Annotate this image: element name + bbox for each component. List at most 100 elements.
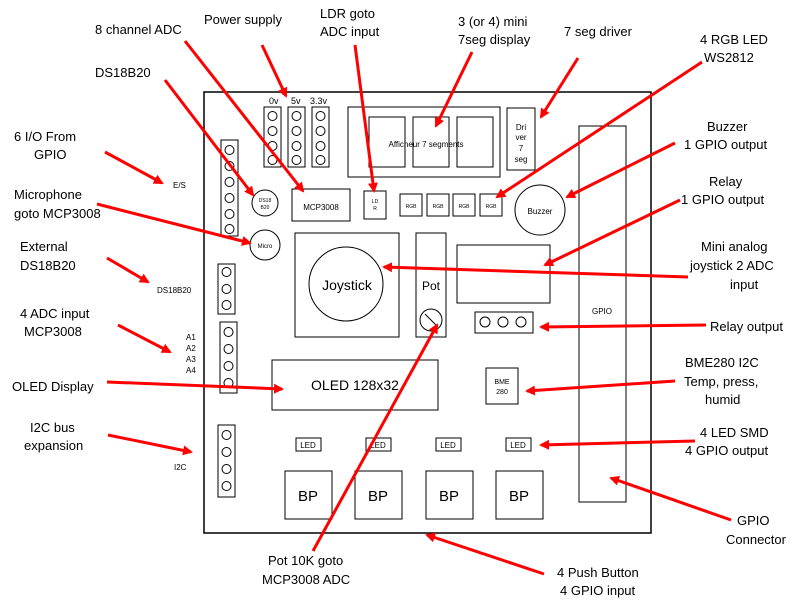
label-ldr-1: LDR goto [320,6,375,21]
led-label-3: LED [440,441,456,450]
label-pot-1: Pot 10K goto [268,553,343,568]
annotation-arrows [96,40,732,576]
rgb-label-2: RGB [433,204,445,210]
seven-seg-label: Afficheur 7 segments [388,140,463,149]
led-label-2: LED [370,441,386,450]
label-relay-1: Relay [709,174,743,189]
label-seg-display-2: 7seg display [458,32,531,47]
power-header [263,106,330,168]
rgb-leds [399,193,503,217]
label-led-2: 4 GPIO output [685,443,768,458]
seven-seg-driver [506,107,536,171]
label-bme-3: humid [705,392,740,407]
label-i2c-2: expansion [24,438,83,453]
oled-label: OLED 128x32 [311,377,399,393]
ds18-label-2: B20 [261,205,270,211]
bp-label-2: BP [368,488,388,505]
rgb-label-3: RGB [459,204,471,210]
power-5v-label: 5v [291,96,301,106]
ldr-sensor [363,190,387,220]
label-seg-display-1: 3 (or 4) mini [458,14,527,29]
board-outline [203,91,652,534]
ds18-label-1: DS18 [259,198,272,204]
smd-leds [295,437,532,452]
ldr-label-1: LD [372,199,379,205]
pot-label: Pot [422,279,441,293]
i2c-label: I2C [174,463,187,472]
label-relay-output: Relay output [710,319,783,334]
a1-label: A1 [186,333,196,342]
label-relay-2: 1 GPIO output [681,192,764,207]
a2-label: A2 [186,344,196,353]
power-0v-label: 0v [269,96,279,106]
driver-label-2: ver [515,133,526,142]
label-io-2: GPIO [34,147,67,162]
label-adc4-1: 4 ADC input [20,306,90,321]
oled-display [271,359,439,411]
label-mic-2: goto MCP3008 [14,206,101,221]
label-bp-2: 4 GPIO input [560,583,636,598]
relay [456,244,551,304]
ds18b20-sensor [251,189,279,217]
label-8-channel-adc: 8 channel ADC [95,22,182,37]
power-33v-label: 3.3v [310,96,328,106]
label-joystick-1: Mini analog [701,239,768,254]
label-joystick-2: joystick 2 ADC [689,258,774,273]
led-label-4: LED [510,441,526,450]
bp-label-1: BP [298,488,318,505]
push-buttons [284,470,544,520]
label-ext-ds-2: DS18B20 [20,258,76,273]
buzzer [514,184,566,236]
adc-input-header [219,321,238,394]
bp-label-3: BP [439,488,459,505]
label-buzzer-1: Buzzer [707,119,748,134]
label-bp-1: 4 Push Button [557,565,639,580]
driver-label-1: Dri [516,123,526,132]
a4-label: A4 [186,366,196,375]
relay-output-terminals [474,311,534,334]
a3-label: A3 [186,355,196,364]
es-label: E/S [173,181,186,190]
label-bme-1: BME280 I2C [685,355,759,370]
label-oled: OLED Display [12,379,94,394]
label-seg-driver: 7 seg driver [564,24,633,39]
buzzer-label: Buzzer [528,207,553,216]
label-gpio-2: Connector [726,532,787,547]
label-joystick-3: input [730,277,759,292]
label-gpio-1: GPIO [737,513,770,528]
ext-ds-label: DS18B20 [157,286,192,295]
driver-label-3: 7 [519,144,524,153]
label-pot-2: MCP3008 ADC [262,572,350,587]
rgb-label-1: RGB [406,204,418,210]
rgb-label-4: RGB [486,204,498,210]
label-adc4-2: MCP3008 [24,324,82,339]
label-buzzer-2: 1 GPIO output [684,137,767,152]
label-ext-ds-1: External [20,239,68,254]
label-power-supply: Power supply [204,12,283,27]
bme-label-1: BME [494,379,510,386]
io-header [220,139,239,237]
mcp3008-label: MCP3008 [303,203,339,212]
label-ds18b20: DS18B20 [95,65,151,80]
label-i2c-1: I2C bus [30,420,75,435]
label-rgb-2: WS2812 [704,50,754,65]
label-io-1: 6 I/O From [14,129,76,144]
joystick-knob [308,246,384,322]
gpio-label: GPIO [592,307,612,316]
i2c-header [217,424,236,498]
micro-label: Micro [258,244,273,250]
ext-ds18b20-header [217,263,236,315]
driver-label-4: seg [515,155,528,164]
joystick-label: Joystick [322,277,373,293]
pot-knob-mark [424,313,438,327]
bp-label-4: BP [509,488,529,505]
mcp3008-chip [291,188,351,222]
label-led-1: 4 LED SMD [700,425,769,440]
label-ldr-2: ADC input [320,24,380,39]
annotation-labels: 8 channel ADC Power supply LDR goto ADC … [12,6,787,598]
label-bme-2: Temp, press, [684,374,758,389]
joystick-box [294,232,400,338]
bme-label-2: 280 [496,389,508,396]
ldr-label-2: R [373,206,377,212]
